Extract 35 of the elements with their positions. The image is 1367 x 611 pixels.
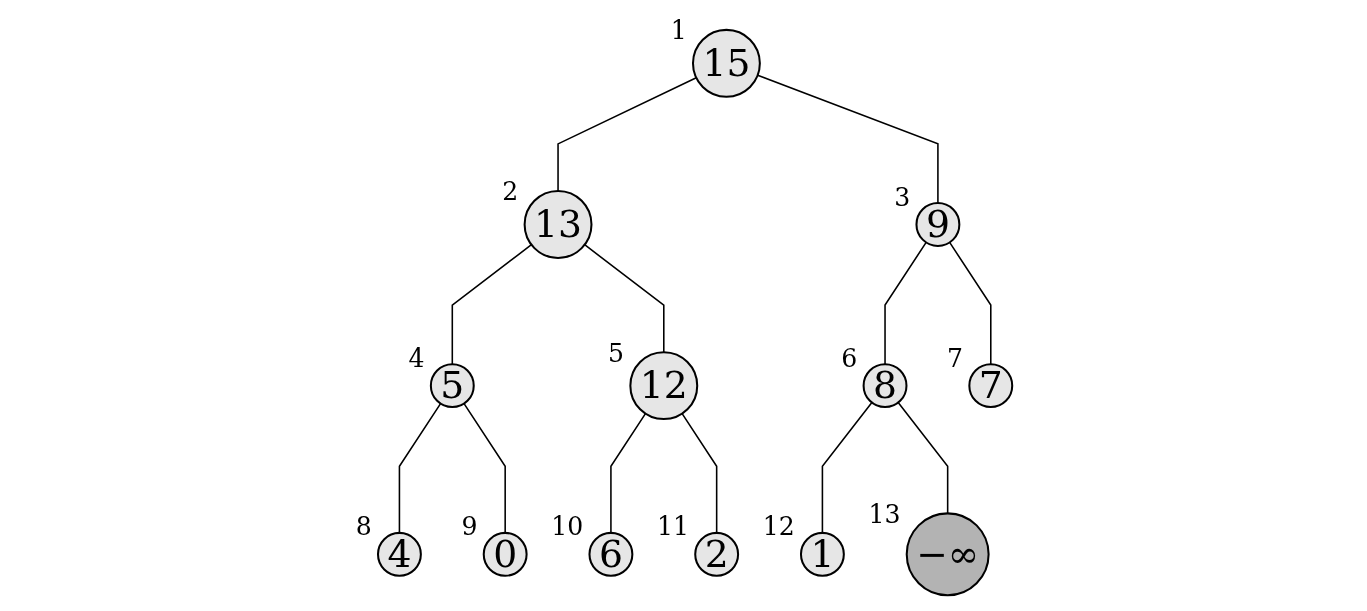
node-circle: 1: [799, 531, 845, 577]
node-index: 12: [762, 512, 795, 542]
node-index: 8: [355, 512, 372, 542]
node-index: 2: [501, 177, 518, 207]
node-index: 9: [461, 512, 477, 542]
connector: [883, 241, 927, 365]
connector: [680, 412, 717, 534]
node-index: 10: [550, 512, 583, 542]
node-circle: 8: [862, 363, 908, 409]
node-circle: 5: [429, 363, 475, 409]
node-circle: 7: [967, 363, 1013, 409]
node-index: 1: [670, 16, 687, 46]
connector: [451, 243, 532, 365]
node-circle: 0: [482, 531, 528, 577]
node-circle: 2: [693, 531, 739, 577]
node-circle: −∞: [905, 512, 990, 597]
node-index: 11: [656, 512, 689, 542]
node-index: 6: [840, 343, 857, 373]
connector: [948, 241, 992, 365]
node-circle: 15: [691, 28, 761, 98]
connector: [462, 402, 506, 534]
node-index: 5: [607, 338, 624, 368]
node-circle: 4: [376, 531, 422, 577]
connector: [583, 243, 665, 353]
connector: [398, 402, 441, 534]
node-index: 4: [408, 343, 425, 373]
connector: [821, 401, 873, 534]
node-circle: 9: [915, 202, 960, 247]
connector: [556, 76, 697, 192]
node-index: 13: [868, 499, 900, 529]
node-circle: 13: [523, 190, 593, 259]
node-circle: 12: [628, 351, 698, 421]
node-circle: 6: [588, 531, 633, 577]
node-index: 7: [946, 343, 963, 373]
node-index: 3: [893, 182, 910, 212]
